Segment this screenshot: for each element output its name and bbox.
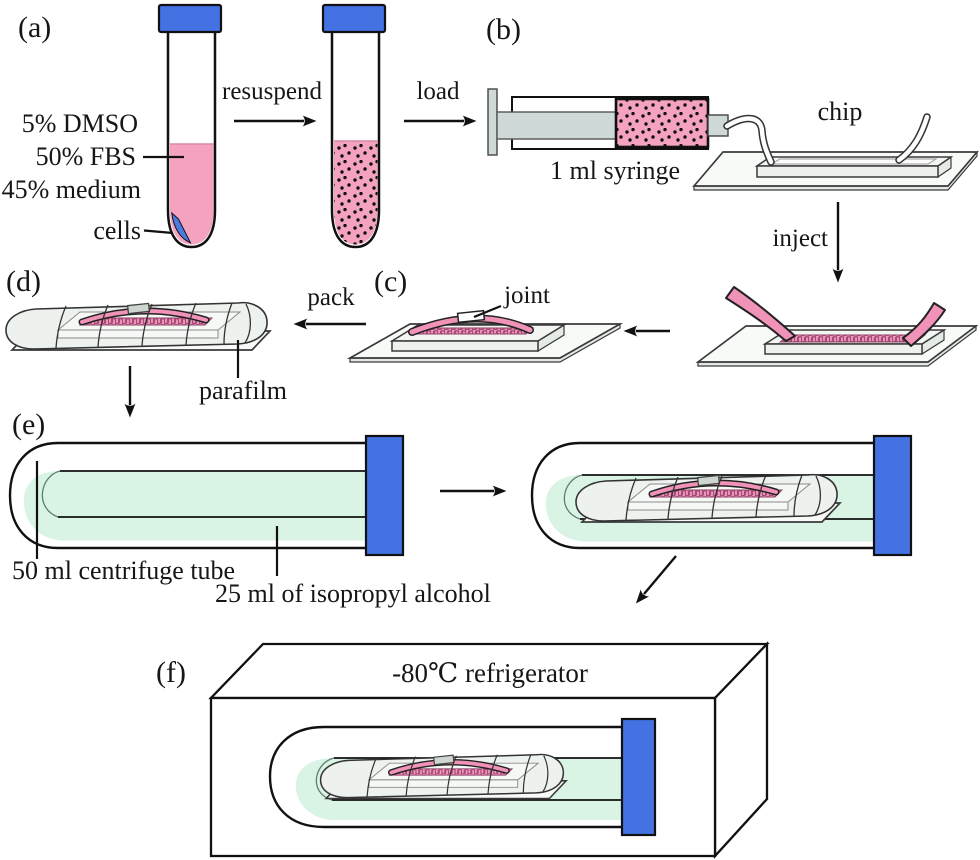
inlet-tubing-filled [725,286,796,342]
outlet-tubing [896,114,930,163]
inlet-tubing [724,116,774,165]
tube-cap [157,3,223,34]
tube-cap [321,3,387,34]
panel-a-label: (a) [18,11,51,44]
mixture-liquid [170,144,214,245]
syringe-label: 1 ml syringe [550,156,680,185]
chip-block-front [391,340,539,352]
panel-d: (d) parafilm [6,265,287,418]
chip-channel-empty [770,158,938,165]
resuspend-label: resuspend [222,78,322,105]
panel-d-label: (d) [6,265,41,298]
chip-wrapped [6,303,270,350]
chip-wrapped-frozen [321,754,567,798]
load-label: load [416,78,460,105]
chip-joined [346,309,624,363]
pack-label: pack [307,284,355,311]
to-refrigerator-arrow [635,555,677,604]
panel-f-label: (f) [156,656,186,689]
suspension-cells-dots [334,141,378,245]
joint-pointer-line [473,304,502,319]
cell-channel-pattern [780,335,925,342]
chip-block-front [756,165,939,178]
outlet-tubing-filled [902,302,946,347]
tube-cap [872,434,913,557]
syringe-plunger [496,111,619,140]
alcohol-label: 25 ml of isopropyl alcohol [215,579,491,608]
alcohol-liquid [23,471,368,541]
chip [692,113,979,191]
tube-glass [166,32,217,249]
mixture-line-fbs: 50% FBS [36,142,136,171]
mixture-line-medium: 45% medium [2,175,141,204]
panel-e: (e) 50 ml centrifuge tube 25 ml of isopr… [8,408,913,608]
chip-label: chip [818,97,863,126]
refrigerator-label: -80℃ refrigerator [392,658,588,688]
syringe [487,88,729,156]
panel-b: (b) 1 ml syringe chip inject [486,13,979,283]
panel-c: (c) joint [346,265,624,363]
tube-resuspended [321,3,387,249]
mixture-line-dmso: 5% DMSO [22,109,138,138]
frozen-tube-with-chip [268,717,657,837]
tube-cap [620,717,657,837]
panel-c-label: (c) [374,265,407,298]
cells-pointer-line [143,229,174,235]
chip-block-front [764,343,923,355]
parafilm-label: parafilm [199,376,287,405]
panel-a: (a) 5% DMSO 50% FBS 45% medium cells res… [2,3,477,249]
syringe-suspension-dots [616,99,708,147]
tube-glass [330,32,381,249]
cell-channel-pattern [410,328,533,334]
tubing-joint [456,309,486,324]
chip-wrapped-immersed [576,475,840,522]
chip-injected [695,286,979,367]
panel-f: (f) -80℃ refrigerator [156,641,770,859]
cell-pellet [171,211,192,244]
syringe-flange [487,88,498,156]
centrifuge-tube-alcohol [8,434,405,576]
centrifuge-tube-label: 50 ml centrifuge tube [12,556,235,585]
inject-label: inject [772,225,828,252]
cells-label: cells [93,216,141,245]
alcohol-meniscus [41,470,61,518]
tube-cap [364,434,405,557]
panel-e-label: (e) [12,408,45,441]
joint-label: joint [503,282,550,309]
centrifuge-tube-with-chip [530,434,913,557]
panel-b-label: (b) [486,13,521,46]
alcohol-meniscus [563,474,583,520]
tube-with-mixture [157,3,223,249]
